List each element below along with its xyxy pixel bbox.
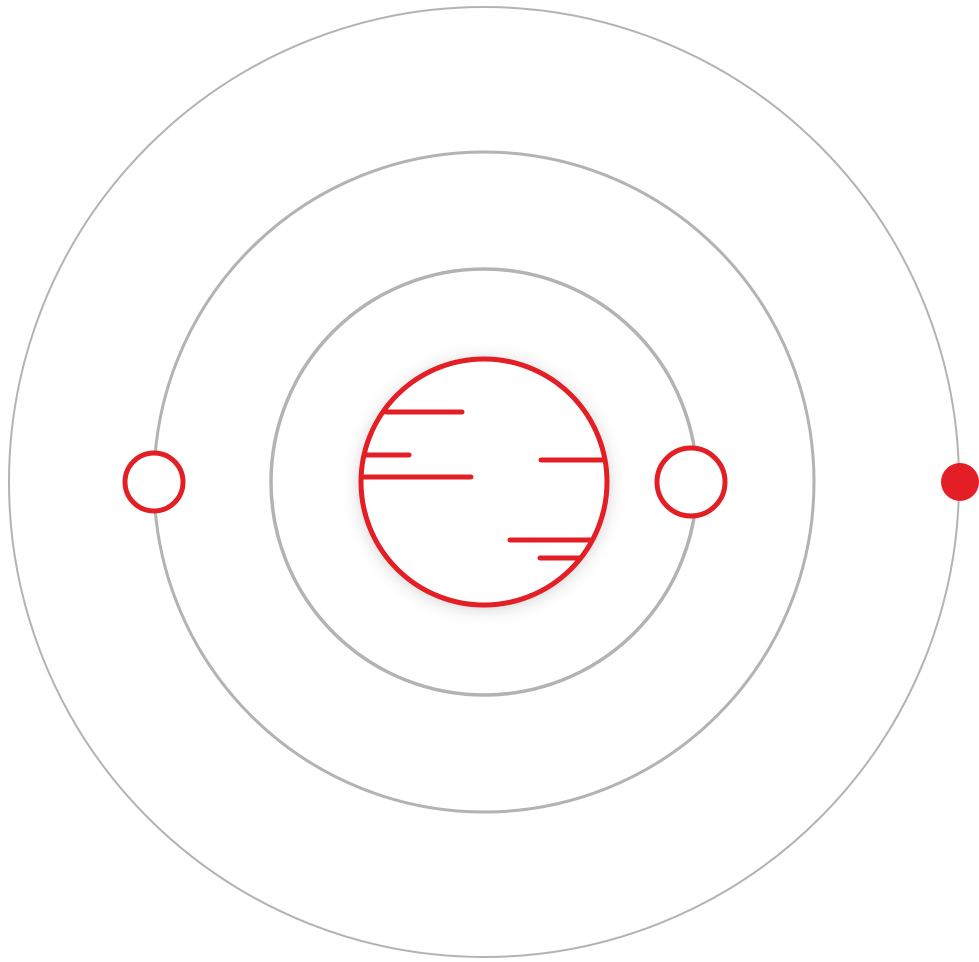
middle-moon: [125, 453, 183, 511]
central-planet: [361, 359, 607, 605]
inner-moon: [657, 448, 725, 516]
central-planet-outline: [361, 359, 607, 605]
outer-moon: [941, 463, 979, 501]
